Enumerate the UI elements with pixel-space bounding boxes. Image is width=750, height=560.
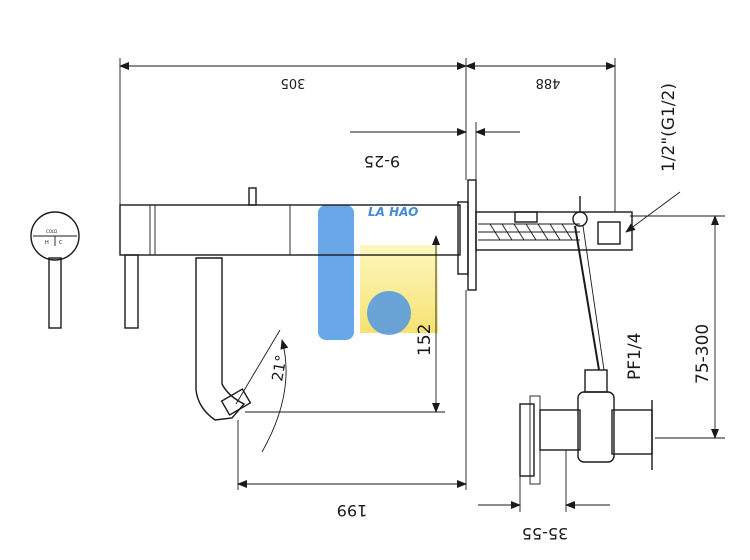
- dim-9-25-label: 9-25: [364, 152, 400, 171]
- dim-199-label: 199: [337, 501, 368, 520]
- handle-label-hot: H: [45, 240, 49, 246]
- dim-angle: 21°: [235, 329, 291, 453]
- handle-label-cold: COLD: [46, 229, 57, 234]
- dim-35-55: 35-55: [478, 450, 610, 543]
- dim-75-300: 75-300: [630, 215, 725, 439]
- dim-488: 488: [465, 58, 616, 212]
- dim-9-25: 9-25: [350, 122, 520, 180]
- dim-152-label: 152: [415, 324, 435, 356]
- dim-pf-label: PF1/4: [625, 333, 645, 380]
- dim-75-300-label: 75-300: [693, 324, 713, 384]
- logo-brand-text: LA HÀO: [368, 204, 418, 219]
- handle-label-cold-c: C: [59, 240, 63, 246]
- dim-199: 199: [237, 290, 467, 520]
- dim-488-label: 488: [536, 75, 561, 90]
- logo-blue-circle: [367, 291, 411, 335]
- dim-angle-label: 21°: [268, 353, 290, 382]
- spout-tube: [195, 257, 246, 421]
- wall-mount-assembly: [457, 179, 633, 371]
- dim-thread: 1/2"(G1/2): [625, 83, 681, 233]
- dim-35-55-label: 35-55: [522, 524, 569, 543]
- dim-thread-label: 1/2"(G1/2): [659, 83, 679, 172]
- watermark-logo: LA HÀO: [318, 204, 438, 340]
- dim-305-label: 305: [281, 75, 306, 90]
- inlet-valve: [519, 369, 653, 485]
- logo-blue-bar: [318, 205, 354, 340]
- dim-305: 305: [119, 58, 467, 205]
- faucet-body: [119, 187, 461, 421]
- dim-pf: PF1/4: [625, 333, 645, 380]
- dim-152: 152: [245, 235, 445, 413]
- handle-side-view: COLD H C: [30, 211, 80, 329]
